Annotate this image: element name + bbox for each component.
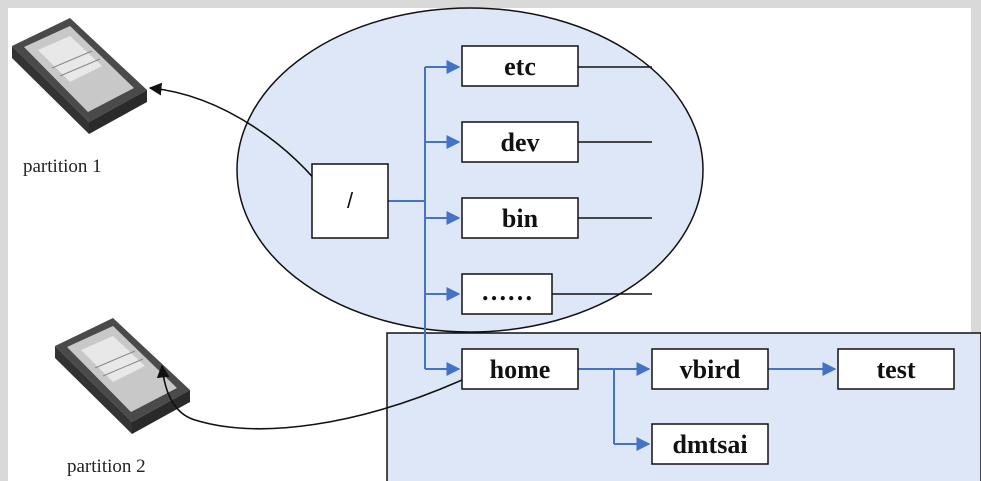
node-label: vbird <box>680 355 741 384</box>
hard-disk-icon <box>12 18 147 134</box>
partition-1-label: partition 1 <box>23 156 102 177</box>
node-label: …… <box>481 277 533 306</box>
node-label: dmtsai <box>672 430 747 459</box>
node-etc: etc <box>461 45 579 87</box>
node-label: test <box>877 355 916 384</box>
hard-disk-icon <box>55 318 190 434</box>
node-more: …… <box>461 273 553 315</box>
partition-1-region <box>236 7 704 333</box>
root-node: / <box>311 163 389 239</box>
node-dmtsai: dmtsai <box>651 423 769 465</box>
node-label: home <box>490 355 551 384</box>
node-bin: bin <box>461 197 579 239</box>
node-label: etc <box>504 52 536 81</box>
node-label: bin <box>502 204 539 233</box>
node-dev: dev <box>461 121 579 163</box>
partition-2-label: partition 2 <box>67 456 146 477</box>
node-home: home <box>461 348 579 390</box>
tree-connectors <box>388 60 837 451</box>
node-label: dev <box>501 128 540 157</box>
child-stubs <box>552 66 652 295</box>
node-test: test <box>837 348 955 390</box>
root-label: / <box>347 188 354 213</box>
node-vbird: vbird <box>651 348 769 390</box>
mount-arrow-partition-2 <box>156 364 463 430</box>
